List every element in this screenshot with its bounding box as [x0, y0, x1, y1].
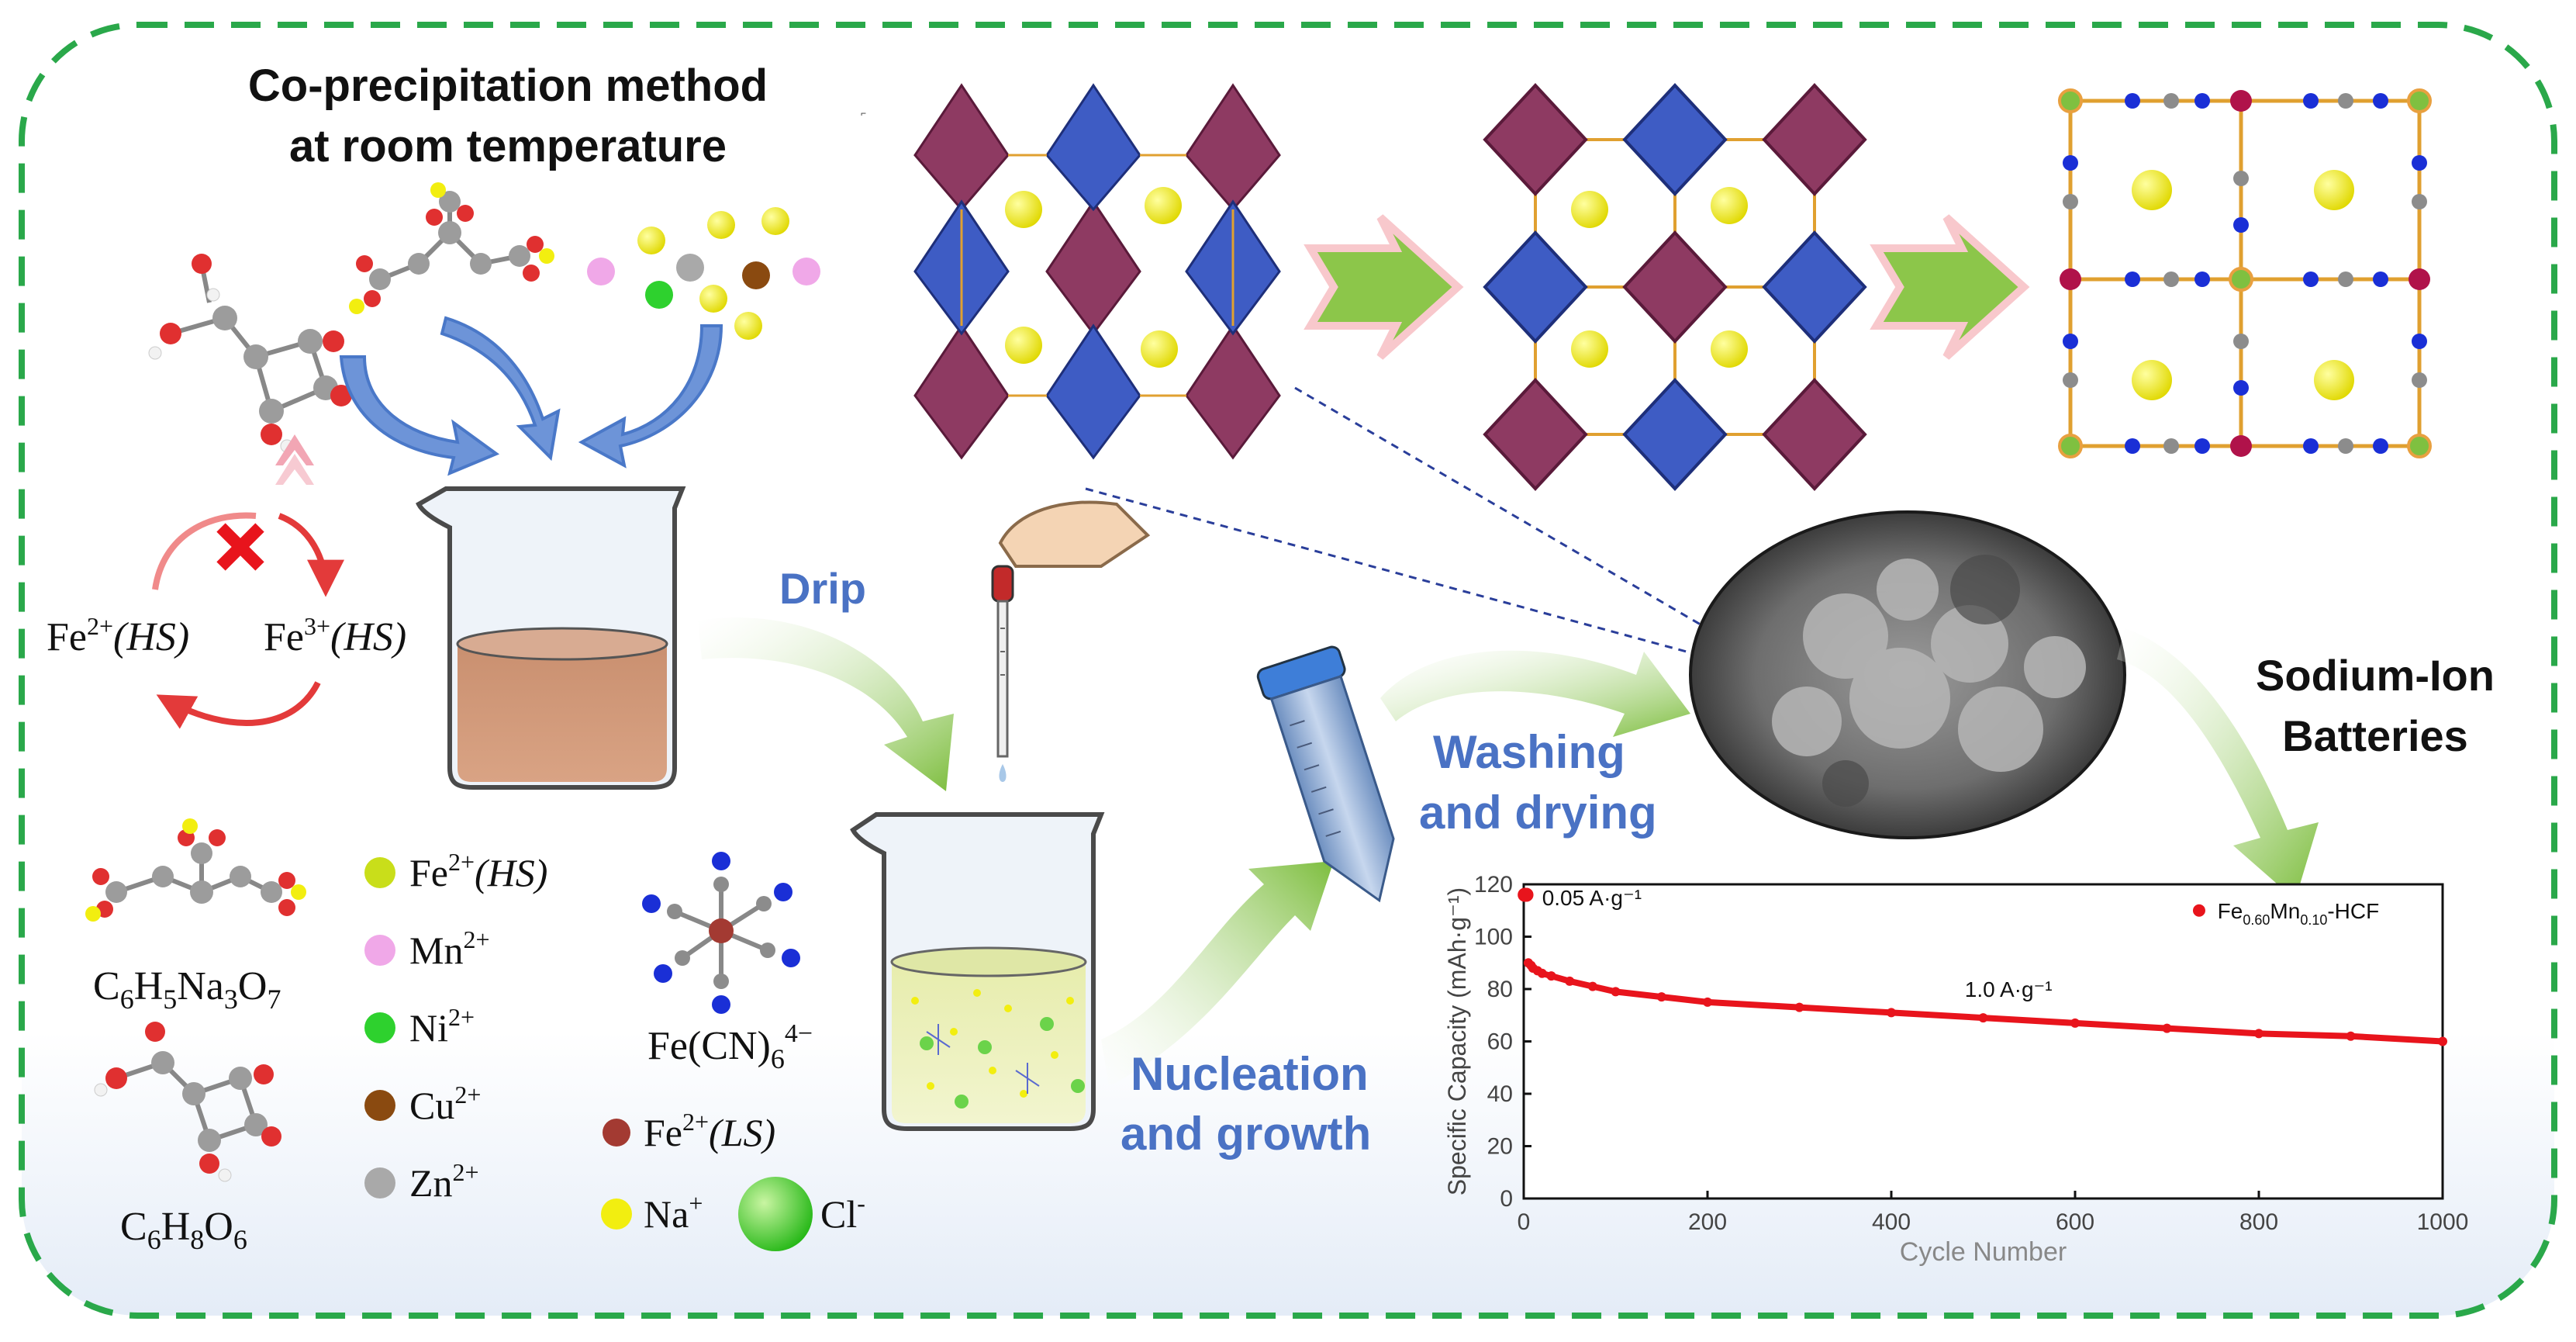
cross-icon	[216, 523, 264, 571]
data-point-8	[1546, 971, 1556, 981]
citrate-molecule-bottom	[85, 818, 306, 922]
formula-ferrocyanide: Fe(CN)64−	[647, 1019, 813, 1074]
step-nucleation-2: and growth	[1121, 1108, 1371, 1160]
step-sib-1: Sodium-Ion	[2256, 651, 2495, 700]
data-point-19	[2254, 1029, 2263, 1039]
ion-legend2-dot-1	[601, 1198, 632, 1230]
ascorbic-molecule-top	[148, 254, 352, 453]
step-sib-2: Batteries	[2282, 711, 2468, 760]
y-tick-label-1: 20	[1487, 1134, 1513, 1160]
data-point-20	[2346, 1031, 2356, 1041]
y-tick-label-0: 0	[1500, 1186, 1513, 1212]
crystal-3d	[913, 83, 1281, 460]
crystal-2d	[1483, 83, 1867, 491]
spin-right-label: Fe3+(HS)	[264, 612, 406, 659]
blue-arrows	[339, 316, 723, 476]
step-drip: Drip	[779, 564, 866, 613]
ion-legend2-label-2: Cl-	[820, 1189, 865, 1236]
ion-legend-dot-0	[364, 857, 395, 888]
ion-legend2-dot-0	[603, 1119, 630, 1147]
ion-legend2-label-1: Na+	[644, 1189, 703, 1236]
ferrocyanide-complex	[642, 852, 800, 1014]
x-tick-label-4: 800	[2239, 1209, 2278, 1235]
ion-legend-label-4: Zn2+	[409, 1158, 479, 1205]
ion-legend-dot-3	[364, 1090, 395, 1121]
ion-legend2-dot-2	[738, 1177, 813, 1251]
x-axis-label: Cycle Number	[1900, 1237, 2067, 1267]
step-nucleation-1: Nucleation	[1131, 1048, 1369, 1100]
structure-arrows	[1304, 214, 2030, 360]
ion-legend-label-2: Ni2+	[409, 1003, 475, 1050]
formula-ascorbic: C6H8O6	[120, 1205, 247, 1255]
ion-legend-dot-2	[364, 1012, 395, 1043]
arrow-to-beaker2	[698, 617, 954, 791]
x-tick-label-1: 200	[1688, 1209, 1727, 1235]
data-point-17	[2070, 1018, 2080, 1028]
arrow-to-tube	[1101, 861, 1334, 1086]
data-point-2	[1519, 887, 1534, 902]
data-point-15	[1887, 1008, 1896, 1018]
data-point-7	[1537, 968, 1547, 978]
y-tick-label-2: 40	[1487, 1081, 1513, 1107]
step-washing-1: Washing	[1433, 726, 1625, 778]
ion-legend-dot-1	[364, 935, 395, 966]
legend-label: Fe0.60Mn0.10-HCF	[2218, 899, 2380, 928]
crystal-ball-stick	[2058, 88, 2432, 458]
beaker-1	[416, 486, 686, 790]
data-point-10	[1587, 981, 1597, 991]
y-tick-label-4: 80	[1487, 977, 1513, 1002]
citrate-molecule-top	[349, 182, 554, 314]
ion-legend-label-0: Fe2+(HS)	[409, 848, 547, 894]
dropper	[991, 500, 1151, 782]
ion-cluster	[587, 207, 820, 340]
x-tick-label-5: 1000	[2417, 1209, 2469, 1235]
annotation-high-rate: 1.0 A·g⁻¹	[1965, 977, 2053, 1001]
ion-legend2-label-0: Fe2+(LS)	[644, 1108, 775, 1154]
data-point-21	[2438, 1036, 2447, 1046]
annotation-low-rate: 0.05 A·g⁻¹	[1542, 886, 1642, 910]
chart-frame	[1522, 883, 2444, 1200]
x-tick-label-0: 0	[1518, 1209, 1531, 1235]
sem-image	[1689, 510, 2126, 839]
axis-glyph-1: ⌐	[861, 108, 866, 119]
y-tick-label-6: 120	[1474, 872, 1513, 898]
data-point-16	[1978, 1013, 1988, 1023]
centrifuge-tube	[1256, 645, 1395, 903]
data-point-11	[1611, 987, 1621, 997]
data-point-13	[1703, 997, 1712, 1007]
pink-chevrons	[275, 434, 314, 485]
step-washing-2: and drying	[1419, 787, 1657, 839]
data-point-18	[2162, 1023, 2172, 1033]
ion-legend-label-1: Mn2+	[409, 925, 490, 972]
x-tick-label-3: 600	[2056, 1209, 2094, 1235]
y-axis-label: Specific Capacity (mAh·g⁻¹)	[1443, 887, 1471, 1195]
title-line2: at room temperature	[289, 121, 727, 171]
y-tick-label-3: 60	[1487, 1029, 1513, 1055]
ion-legend-dot-4	[364, 1167, 395, 1198]
ion-legend-label-3: Cu2+	[409, 1081, 481, 1127]
ascorbic-molecule-bottom	[94, 1022, 281, 1182]
arrow-to-sem	[1380, 650, 1690, 737]
legend-marker	[2192, 904, 2205, 917]
spin-left-label: Fe2+(HS)	[47, 612, 189, 659]
formula-citrate: C6H5Na3O7	[93, 964, 281, 1015]
spin-cycle	[152, 512, 344, 729]
y-tick-label-5: 100	[1474, 925, 1513, 950]
ion-legend: Fe2+(HS) Mn2+ Ni2+ Cu2+ Zn2+	[364, 848, 547, 1205]
ion-legend-2: Fe2+(LS) Na+ Cl-	[601, 1108, 865, 1251]
title-line1: Co-precipitation method	[248, 61, 768, 111]
data-point-9	[1565, 976, 1575, 986]
data-point-12	[1656, 992, 1666, 1002]
data-point-14	[1794, 1002, 1804, 1012]
arrow-to-batteries	[2117, 628, 2319, 900]
x-tick-label-2: 400	[1872, 1209, 1911, 1235]
beaker-2	[850, 812, 1105, 1131]
